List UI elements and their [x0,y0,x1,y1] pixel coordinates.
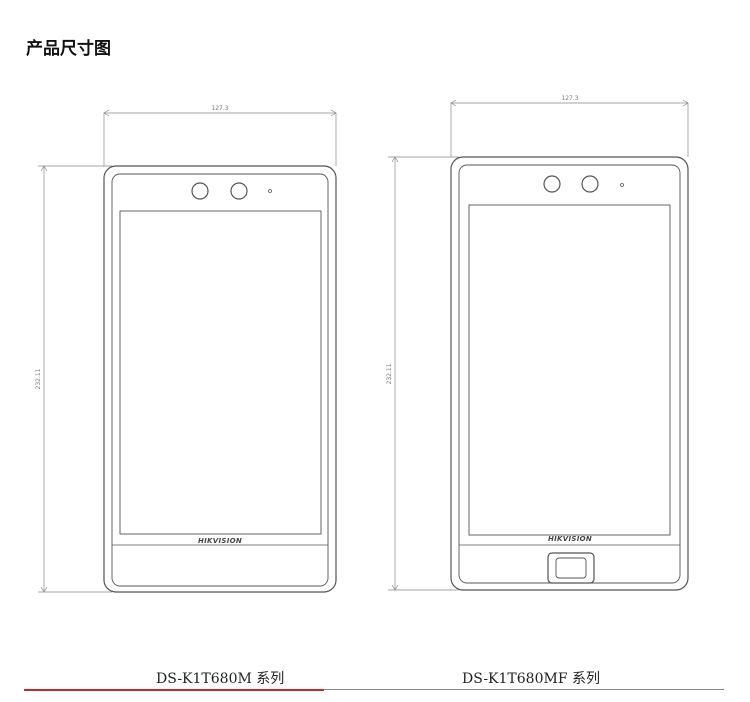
sensor-icon [268,189,272,193]
page-title: 产品尺寸图 [26,39,111,59]
height-label-right: 232.11 [386,363,393,384]
sensor-icon [620,183,624,187]
camera-icon [191,182,209,200]
width-dimension-right [450,99,689,157]
device-bezel-right [458,164,681,584]
device-body-left [103,165,337,593]
device-bezel-left [111,173,329,587]
height-dimension-left [38,165,112,593]
width-label-left: 127.3 [211,105,228,112]
brand-logo-left: HIKVISION [198,537,242,545]
camera-icon [581,175,599,193]
height-dimension-right [388,156,459,591]
device-body-right [450,156,689,591]
camera-icon [543,175,561,193]
width-dimension-left [103,109,337,166]
caption-right: DS-K1T680MF 系列 [462,671,600,687]
brand-logo-right: HIKVISION [548,535,592,543]
camera-icon [230,182,248,200]
divider-line [324,689,724,690]
screen-right [468,204,671,536]
accent-divider [24,689,324,691]
device-drawing-left [38,109,337,593]
fingerprint-reader-icon [547,552,595,584]
height-label-left: 232.11 [35,368,42,389]
fingerprint-sensor-icon [555,557,587,579]
device-drawing-right [388,99,689,591]
screen-left [119,210,322,535]
width-label-right: 127.3 [561,95,578,102]
caption-left: DS-K1T680M 系列 [156,671,285,687]
